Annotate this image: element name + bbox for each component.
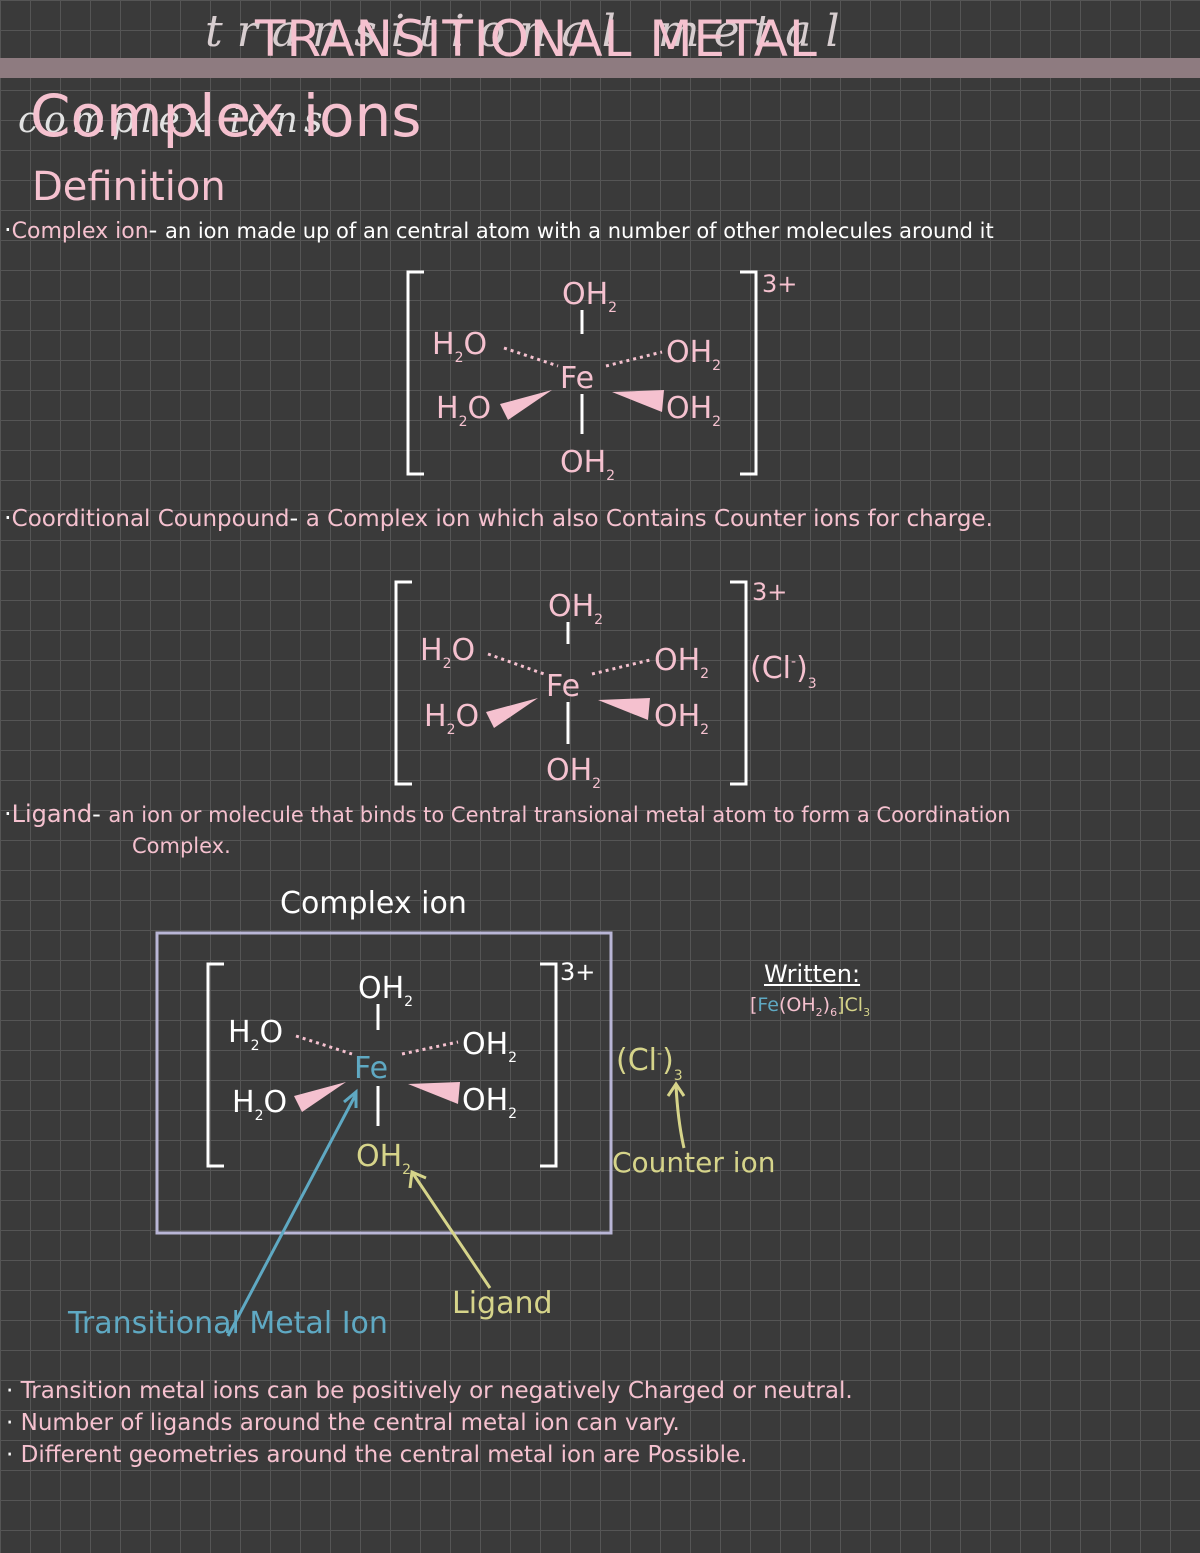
ligand-left-top: H2O: [432, 327, 487, 366]
ligand-top: OH2: [548, 589, 603, 628]
bullet: ·: [4, 504, 12, 532]
ligand-bottom: OH2: [546, 753, 601, 792]
definition-coordination-compound: ·Coorditional Counpound- a Complex ion w…: [4, 504, 993, 532]
ligand-left-top: H2O: [420, 633, 475, 672]
definition-separator: -: [148, 216, 158, 244]
charge: 3+: [752, 578, 787, 606]
definition-separator: -: [92, 800, 101, 828]
ligand-right-top: OH2: [666, 335, 721, 374]
ligand-top: OH2: [358, 971, 413, 1010]
ligand-right-bottom: OH2: [462, 1083, 517, 1122]
page-title: TRANSITIONAL METAL: [255, 10, 818, 68]
definition-text: an ion made up of an central atom with a…: [164, 219, 994, 243]
ligand-left-bottom: H2O: [232, 1085, 287, 1124]
metal-ion-label: Transitional Metal Ion: [68, 1306, 388, 1341]
definition-text: an ion or molecule that binds to Central…: [108, 803, 1011, 827]
header-band: [0, 58, 1200, 78]
section-heading: Complex ions: [30, 82, 422, 150]
definition-term: Coorditional Counpound: [11, 506, 290, 532]
definition-text: a Complex ion which also Contains Counte…: [305, 506, 993, 532]
ligand-left-top: H2O: [228, 1015, 283, 1054]
note-item: · Number of ligands around the central m…: [6, 1410, 680, 1436]
coordination-compound-structure: OH2 OH2 H2O H2O OH2 OH2 Fe 3+ (Cl-)3: [394, 578, 817, 792]
written-formula: [Fe(OH2)6]Cl3: [750, 994, 871, 1019]
definition-text-continued: Complex.: [132, 834, 231, 858]
counter-ion: (Cl-)3: [750, 651, 817, 692]
complex-ion-box-label: Complex ion: [280, 886, 467, 921]
note-item: · Transition metal ions can be positivel…: [6, 1378, 853, 1404]
bullet: ·: [4, 216, 12, 244]
ligand-left-bottom: H2O: [436, 391, 491, 430]
ligand-right-bottom: OH2: [666, 391, 721, 430]
complex-ion-structure-1: OH2 OH2 H2O H2O OH2 OH2 Fe 3+: [406, 270, 797, 484]
bullet: ·: [4, 800, 12, 828]
definition-complex-ion: ·Complex ion- an ion made up of an centr…: [4, 216, 994, 244]
counter-ion-label: Counter ion: [612, 1146, 776, 1179]
subheading-definition: Definition: [32, 164, 226, 210]
ligand-right-bottom: OH2: [654, 699, 709, 738]
charge: 3+: [762, 270, 797, 298]
charge: 3+: [560, 958, 595, 986]
definition-ligand: ·Ligand- an ion or molecule that binds t…: [4, 800, 1011, 828]
metal-center: Fe: [354, 1051, 388, 1086]
definition-term: Ligand: [11, 800, 93, 828]
ligand-right-top: OH2: [654, 643, 709, 682]
ligand-bottom: OH2: [560, 445, 615, 484]
section-heading-script: complex ions: [18, 100, 329, 141]
counter-ion: (Cl-)3: [616, 1043, 683, 1084]
ligand-label: Ligand: [452, 1286, 553, 1321]
ligand-bottom: OH2: [356, 1139, 411, 1178]
metal-center: Fe: [560, 361, 594, 396]
labelled-diagram: OH2 OH2 H2O H2O OH2 OH2 Fe 3+ (Cl-)3: [155, 931, 686, 1337]
ligand-left-bottom: H2O: [424, 699, 479, 738]
ligand-right-top: OH2: [462, 1027, 517, 1066]
ligand-top: OH2: [562, 277, 617, 316]
metal-center: Fe: [546, 669, 580, 704]
written-label: Written:: [764, 960, 861, 988]
script-title: transitional metal: [205, 6, 854, 57]
definition-term: Complex ion: [11, 219, 149, 244]
definition-separator: -: [289, 504, 299, 532]
note-item: · Different geometries around the centra…: [6, 1442, 748, 1468]
